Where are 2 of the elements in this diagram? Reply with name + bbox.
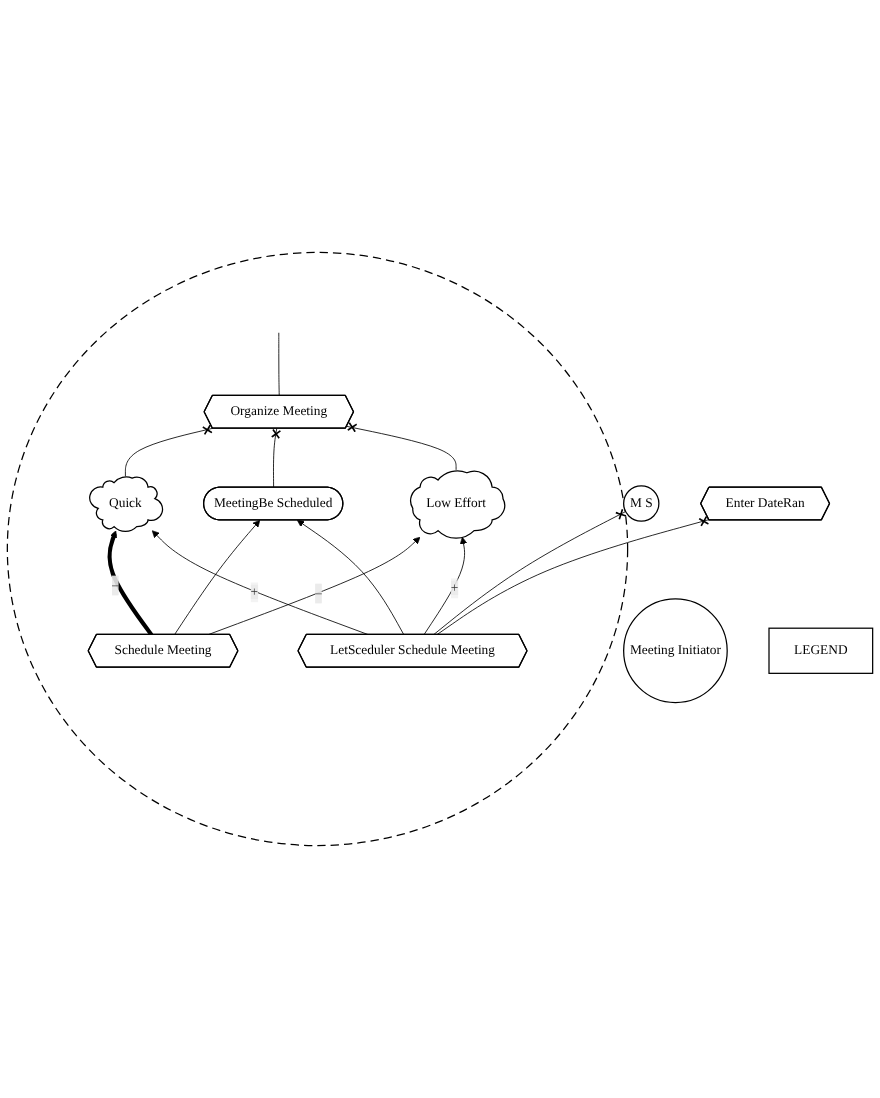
arrow bbox=[107, 530, 154, 637]
connector bbox=[278, 332, 280, 397]
